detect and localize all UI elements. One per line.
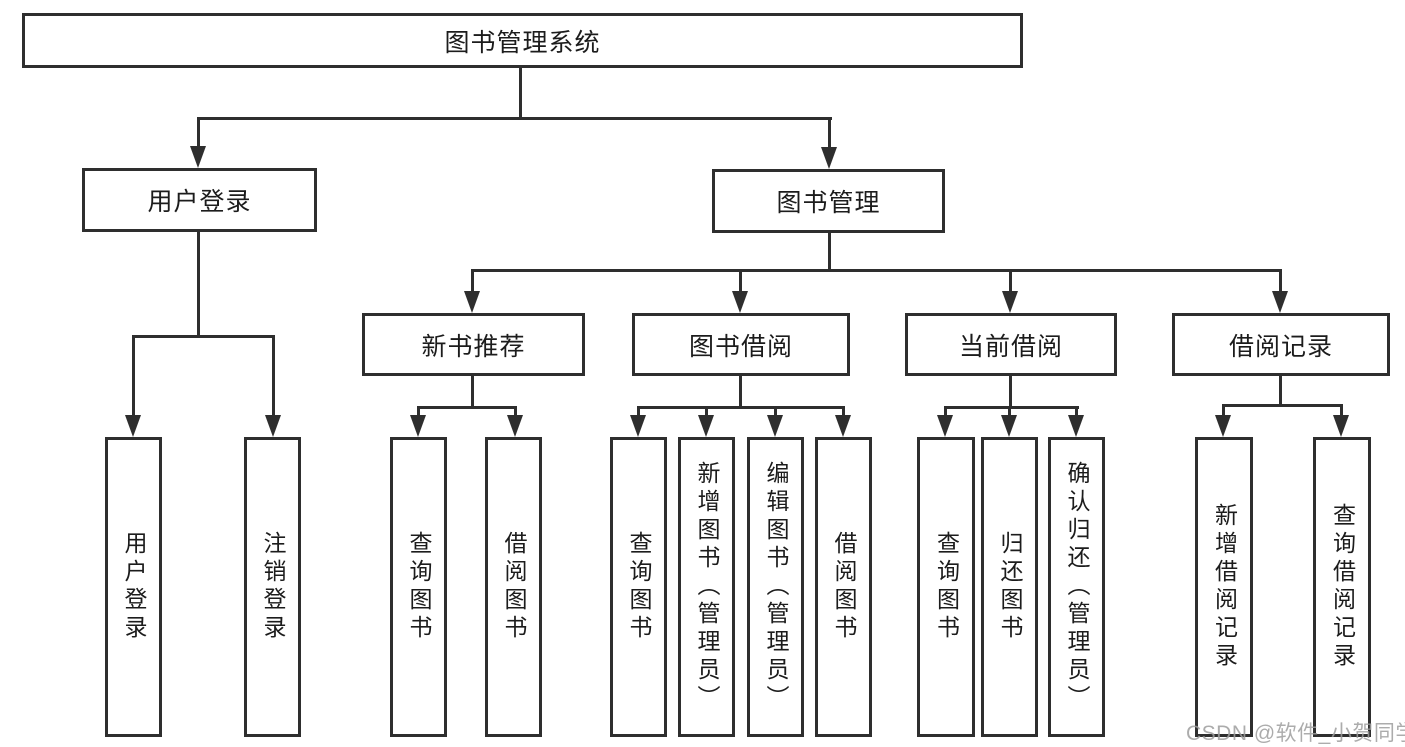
connector-nbr-stem — [471, 376, 474, 409]
arrow-book-management — [821, 147, 837, 169]
leaf-nbr-borrow-books: 借阅图书 — [485, 437, 542, 737]
leaf-bb-add-book-admin: 新增图书（管理员） — [678, 437, 735, 737]
leaf-bb-borrow-books: 借阅图书 — [815, 437, 872, 737]
node-current-borrowing-label: 当前借阅 — [958, 332, 1063, 361]
connector-drop-nbr-2 — [514, 406, 517, 418]
connector-user-login-bus — [132, 335, 275, 338]
leaf-cb-confirm-return-admin: 确认归还（管理员） — [1048, 437, 1105, 737]
arrow-cb-confirm — [1068, 415, 1084, 437]
arrow-nbr-borrow — [507, 415, 523, 437]
connector-nbr-bus — [417, 406, 517, 409]
node-borrowing-records-label: 借阅记录 — [1228, 332, 1333, 361]
leaf-user-login-label: 用户登录 — [121, 531, 147, 643]
connector-br-bus — [1222, 404, 1343, 407]
node-new-book-recommend-label: 新书推荐 — [421, 332, 526, 361]
connector-drop-current-borrowing — [1009, 269, 1012, 292]
leaf-logout: 注销登录 — [244, 437, 301, 737]
leaf-cb-confirm-return-admin-label: 确认归还（管理员） — [1064, 461, 1090, 713]
leaf-bb-edit-book-admin-label: 编辑图书（管理员） — [763, 461, 789, 713]
connector-cb-bus — [944, 406, 1079, 409]
leaf-bb-add-book-admin-label: 新增图书（管理员） — [694, 461, 720, 713]
connector-drop-bb-3 — [774, 406, 777, 418]
leaf-logout-label: 注销登录 — [260, 531, 286, 643]
node-root: 图书管理系统 — [22, 13, 1023, 68]
connector-cb-stem — [1009, 376, 1012, 409]
leaf-br-add-record: 新增借阅记录 — [1195, 437, 1253, 737]
node-borrowing-records: 借阅记录 — [1172, 313, 1390, 376]
connector-drop-br-2 — [1340, 404, 1343, 418]
connector-drop-cb-1 — [944, 406, 947, 418]
connector-br-stem — [1279, 376, 1282, 407]
leaf-bb-borrow-books-label: 借阅图书 — [831, 531, 857, 643]
node-book-borrowing: 图书借阅 — [632, 313, 850, 376]
connector-level2-bus — [197, 117, 832, 120]
leaf-br-add-record-label: 新增借阅记录 — [1211, 503, 1238, 671]
arrow-cb-query — [937, 415, 953, 437]
connector-drop-bb-4 — [842, 406, 845, 418]
connector-drop-new-book-recommend — [471, 269, 474, 292]
arrow-current-borrowing — [1002, 291, 1018, 313]
connector-drop-bb-2 — [705, 406, 708, 418]
leaf-nbr-borrow-books-label: 借阅图书 — [501, 531, 527, 643]
connector-bb-stem — [739, 376, 742, 409]
connector-drop-borrowing-records — [1279, 269, 1282, 292]
connector-user-login-stem — [197, 232, 200, 338]
node-user-login: 用户登录 — [82, 168, 317, 232]
node-book-management-label: 图书管理 — [776, 189, 881, 217]
node-new-book-recommend: 新书推荐 — [362, 313, 585, 376]
arrow-cb-return — [1001, 415, 1017, 437]
leaf-cb-query-books-label: 查询图书 — [933, 531, 960, 643]
leaf-user-login: 用户登录 — [105, 437, 162, 737]
connector-level3-bus — [471, 269, 1282, 272]
leaf-br-query-record-label: 查询借阅记录 — [1329, 503, 1356, 671]
arrow-br-query — [1333, 415, 1349, 437]
connector-drop-cb-2 — [1008, 406, 1011, 418]
connector-drop-bb-1 — [637, 406, 640, 418]
node-book-management: 图书管理 — [712, 169, 945, 233]
connector-drop-book-management — [828, 117, 831, 148]
arrow-br-add — [1215, 415, 1231, 437]
arrow-leaf-user-login — [125, 415, 141, 437]
connector-root-stem — [519, 68, 522, 120]
connector-drop-user-login — [197, 117, 200, 148]
leaf-br-query-record: 查询借阅记录 — [1313, 437, 1371, 737]
connector-bb-bus — [637, 406, 845, 409]
node-user-login-label: 用户登录 — [147, 188, 252, 216]
connector-drop-leaf-user-login — [132, 335, 135, 416]
arrow-user-login — [190, 146, 206, 168]
leaf-nbr-query-books-label: 查询图书 — [406, 531, 432, 643]
connector-drop-nbr-1 — [417, 406, 420, 418]
connector-drop-leaf-logout — [272, 335, 275, 416]
arrow-new-book-recommend — [464, 291, 480, 313]
arrow-nbr-query — [410, 415, 426, 437]
arrow-bb-edit — [767, 415, 783, 437]
leaf-cb-return-books: 归还图书 — [981, 437, 1038, 737]
arrow-bb-add — [698, 415, 714, 437]
connector-drop-cb-3 — [1075, 406, 1078, 418]
csdn-watermark: CSDN @软件_小贺同学 — [1186, 722, 1405, 745]
connector-drop-book-borrowing — [739, 269, 742, 292]
arrow-borrowing-records — [1272, 291, 1288, 313]
arrow-book-borrowing — [732, 291, 748, 313]
leaf-bb-query-books: 查询图书 — [610, 437, 667, 737]
leaf-cb-query-books: 查询图书 — [917, 437, 975, 737]
leaf-nbr-query-books: 查询图书 — [390, 437, 447, 737]
node-current-borrowing: 当前借阅 — [905, 313, 1117, 376]
node-book-borrowing-label: 图书借阅 — [688, 332, 793, 361]
leaf-bb-edit-book-admin: 编辑图书（管理员） — [747, 437, 804, 737]
arrow-leaf-logout — [265, 415, 281, 437]
leaf-cb-return-books-label: 归还图书 — [997, 531, 1023, 643]
arrow-bb-query — [630, 415, 646, 437]
node-root-label: 图书管理系统 — [444, 28, 601, 57]
connector-book-management-stem — [828, 233, 831, 272]
arrow-bb-borrow — [835, 415, 851, 437]
connector-drop-br-1 — [1222, 404, 1225, 418]
leaf-bb-query-books-label: 查询图书 — [626, 531, 652, 643]
